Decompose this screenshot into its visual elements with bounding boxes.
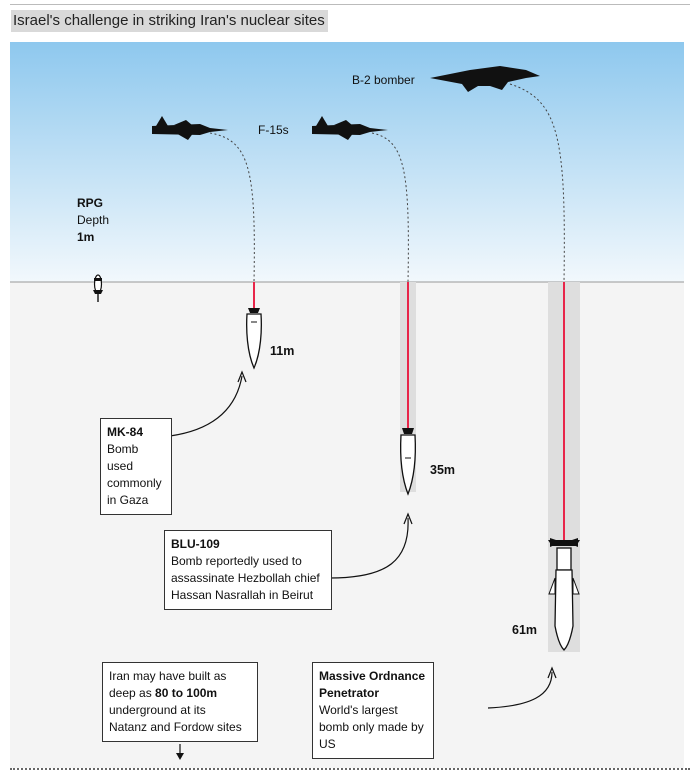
f15-jet-icon — [312, 116, 388, 140]
iran-depth-arrow — [176, 744, 184, 760]
iran-depth-info-box: Iran may have built as deep as 80 to 100… — [102, 662, 258, 742]
mk84-desc-line: in Gaza — [107, 493, 149, 507]
mk84-title: MK-84 — [107, 425, 144, 439]
mk84-desc-line: Bomb — [107, 442, 139, 456]
mk84-bomb-icon — [246, 308, 262, 370]
iran-line: Natanz and Fordow sites — [109, 720, 242, 734]
iran-line-prefix: deep as — [109, 686, 156, 700]
mk84-info-box: MK-84 Bomb used commonly in Gaza — [100, 418, 172, 515]
mop-bomb-icon — [548, 538, 580, 651]
mop-info-box: Massive Ordnance Penetrator World's larg… — [312, 662, 434, 759]
mop-depth: 61m — [512, 623, 538, 637]
blu109-bomb-icon — [400, 428, 416, 496]
sky — [10, 42, 684, 282]
rpg-depth-word: Depth — [77, 213, 110, 227]
iran-line: underground at its — [109, 703, 206, 717]
bottom-dotted-line — [10, 768, 690, 770]
blu109-desc-line: assassinate Hezbollah chief — [171, 571, 320, 585]
page-title: Israel's challenge in striking Iran's nu… — [11, 10, 328, 32]
mk84-desc-line: commonly — [107, 476, 162, 490]
mop-desc-line: bomb only made by — [319, 720, 424, 734]
iran-line: Iran may have built as — [109, 669, 227, 683]
blu109-desc-line: Bomb reportedly used to — [171, 554, 302, 568]
blu109-info-box: BLU-109 Bomb reportedly used to assassin… — [164, 530, 332, 610]
blu109-desc-line: Hassan Nasrallah in Beirut — [171, 588, 314, 602]
blu109-arrow — [329, 512, 413, 579]
mk84-desc-line: used — [107, 459, 134, 473]
iran-depth-range: 80 to 100m — [155, 686, 218, 700]
mop-desc-line: World's largest — [319, 703, 398, 717]
blu109-title: BLU-109 — [171, 537, 220, 551]
b2-label: B-2 bomber — [352, 73, 415, 87]
rpg-name: RPG — [77, 196, 104, 210]
rpg-icon — [93, 274, 103, 302]
top-rule — [10, 4, 690, 5]
f15-jet-icon — [152, 116, 228, 140]
iran-line: deep as 80 to 100m — [109, 685, 251, 702]
mk84-depth: 11m — [270, 344, 295, 358]
blu109-drop-path — [371, 132, 409, 283]
mop-desc-line: US — [319, 737, 336, 751]
f15-label: F-15s — [258, 123, 289, 137]
mk84-arrow — [169, 370, 247, 437]
b2-bomber-icon — [430, 66, 540, 92]
rpg-depth: 1m — [77, 230, 95, 244]
mop-arrow — [487, 666, 557, 709]
blu109-depth: 35m — [430, 463, 456, 477]
mop-title: Penetrator — [319, 686, 380, 700]
mop-title: Massive Ordnance — [319, 669, 426, 683]
mk84-drop-path — [209, 132, 255, 283]
mop-drop-path — [509, 83, 565, 283]
